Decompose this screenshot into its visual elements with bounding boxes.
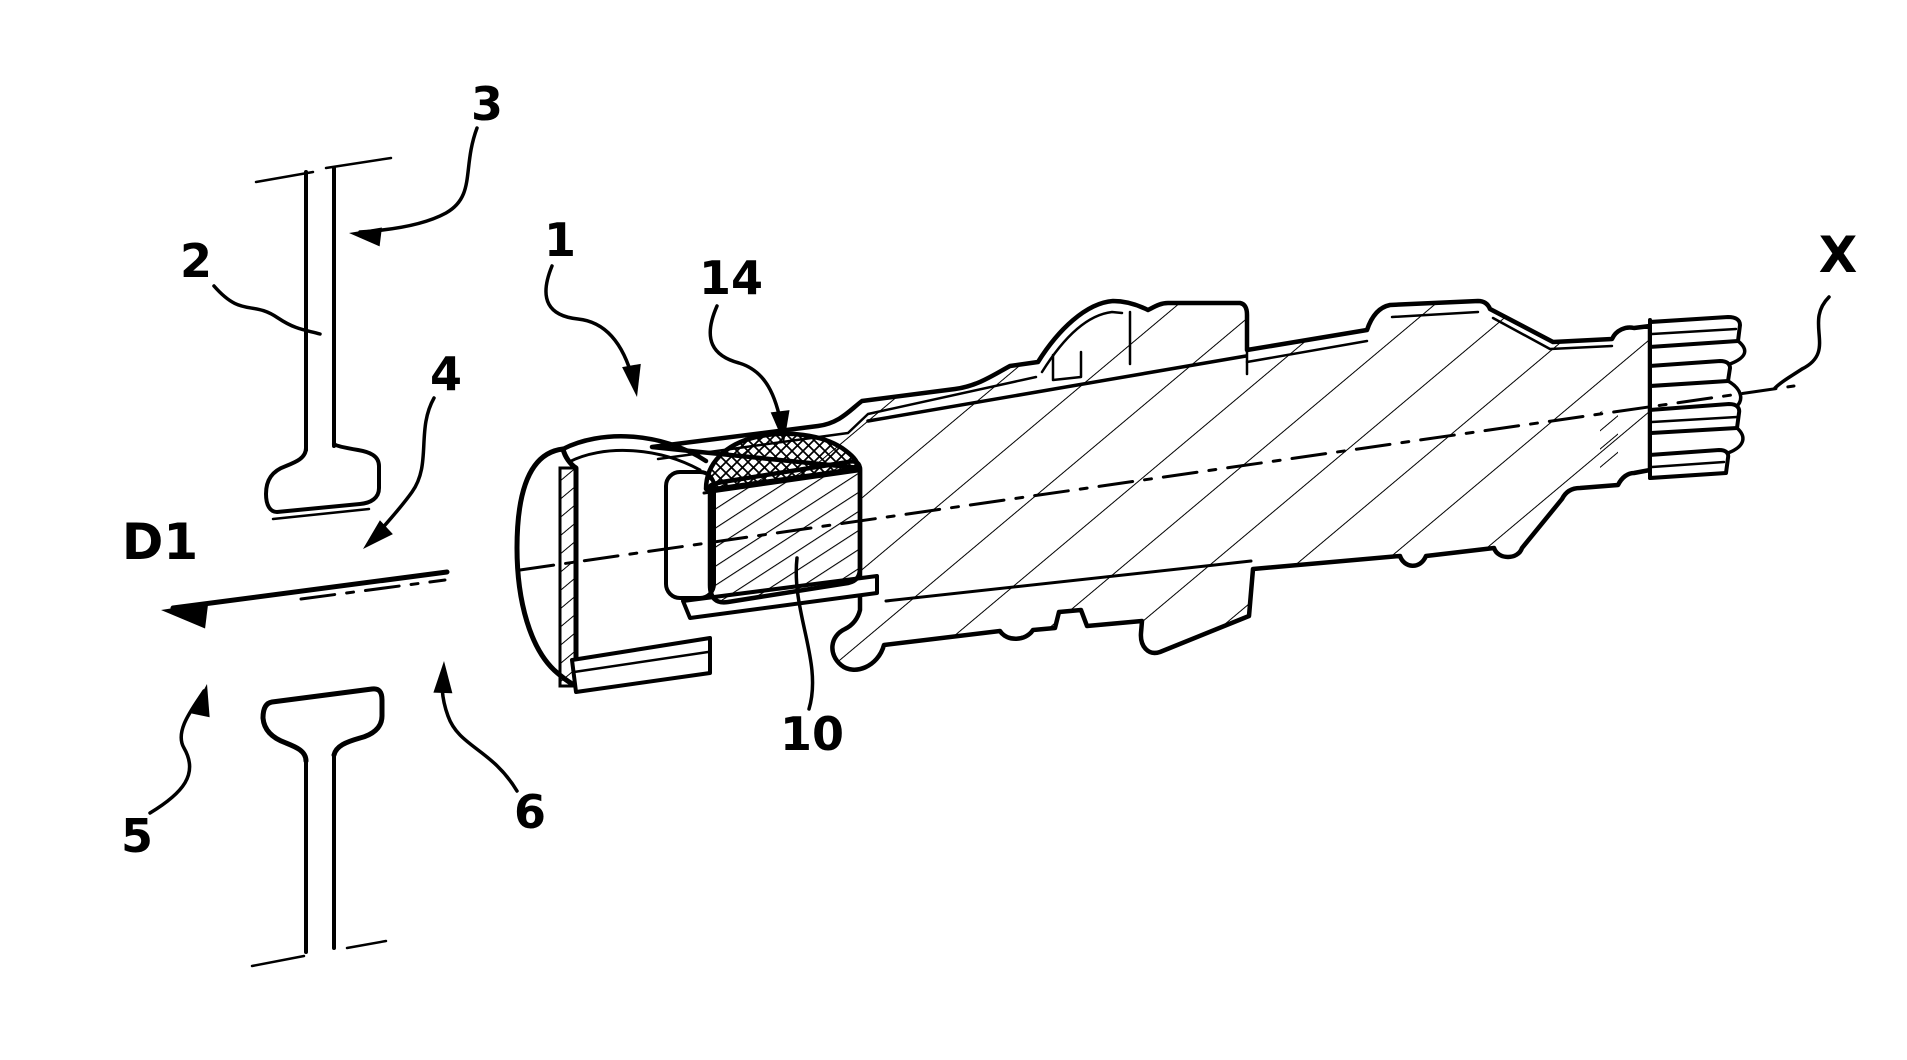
bottom-rail-head: [260, 686, 385, 764]
leader-5: [148, 689, 206, 815]
leader-x: [1773, 295, 1831, 390]
center-axis-line: [299, 384, 1796, 601]
leader-14: [708, 304, 784, 430]
ref-label-2: 2: [180, 234, 212, 288]
bottom-rail: [250, 686, 388, 968]
ref-label-3: 3: [471, 77, 503, 131]
ref-label-10: 10: [780, 707, 844, 761]
top-rail-foot: [264, 442, 381, 514]
domed-insert: [702, 431, 861, 495]
end-cap: [514, 434, 712, 694]
leader-6: [440, 667, 519, 793]
dome-face: [703, 431, 861, 493]
axis-label-x: X: [1819, 226, 1858, 284]
ref-label-1: 1: [544, 213, 576, 267]
leader-3: [358, 126, 479, 234]
top-rail: [254, 156, 393, 521]
leader-10: [794, 556, 815, 711]
cap-bottom-ledge: [570, 636, 712, 694]
bottom-rail-break-lines: [250, 939, 388, 968]
ref-label-14: 14: [699, 251, 763, 305]
ref-label-5: 5: [121, 809, 153, 863]
cap-wall-cut: [558, 466, 578, 688]
axis-label-d1: D1: [122, 513, 198, 571]
leader-1: [544, 264, 635, 382]
cap-rim-inner: [567, 448, 702, 472]
cap-rim-outer: [560, 434, 709, 464]
leader-2: [212, 284, 322, 336]
dome-seam: [702, 469, 860, 495]
top-rail-break-lines: [254, 156, 393, 184]
ref-label-6: 6: [514, 785, 546, 839]
splined-end: [1648, 312, 1755, 480]
ref-label-4: 4: [430, 347, 462, 401]
d1-arrow: [159, 569, 450, 629]
end-cut-sliver: [1600, 404, 1618, 478]
